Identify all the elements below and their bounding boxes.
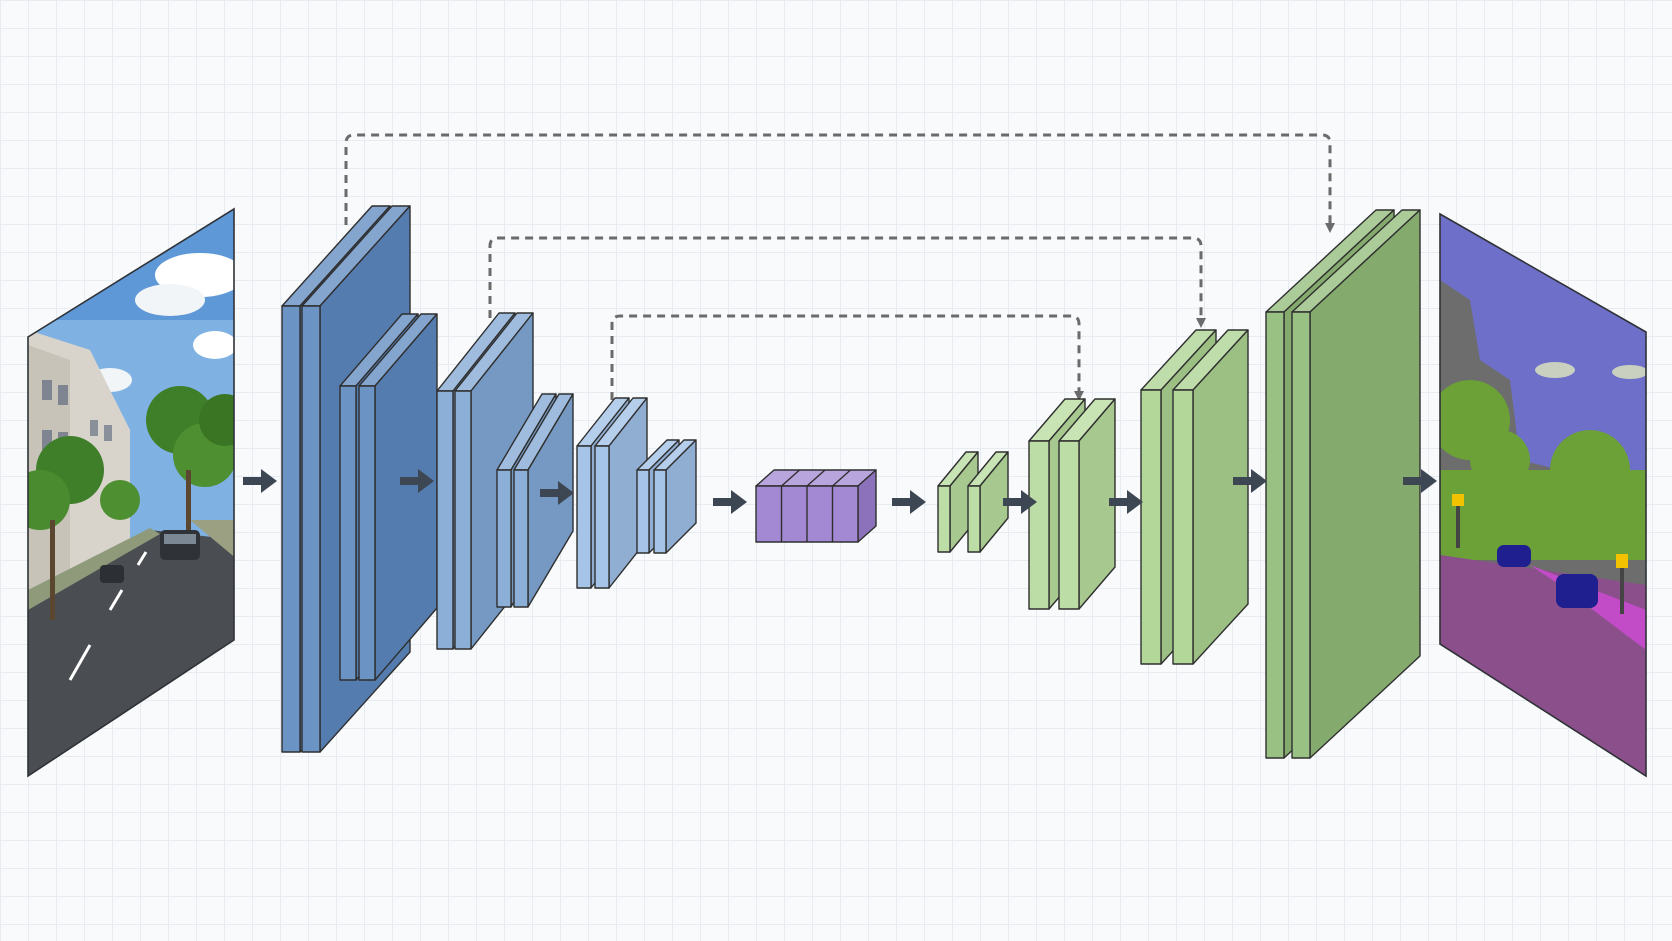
decoder-block-2a-slab — [1172, 329, 1249, 665]
skip-connections — [344, 133, 1335, 401]
decoder-block-3a-slab — [1291, 209, 1421, 759]
slab-front-face — [1058, 440, 1080, 610]
slab-front-face — [1291, 311, 1311, 759]
encoder-block-2b-slab — [513, 393, 574, 608]
forward-arrow-1 — [243, 469, 277, 493]
decoder-block-1b-slab — [1058, 398, 1116, 610]
output-image — [1439, 212, 1647, 778]
arrow-shaft — [540, 489, 560, 497]
encoder-block-1b — [339, 313, 438, 681]
encoder-block-2b — [496, 393, 574, 608]
skip-connection-2 — [488, 236, 1206, 328]
slab-front-face — [1172, 389, 1194, 665]
forward-arrow-2 — [400, 469, 434, 493]
forward-arrow-6 — [1003, 490, 1037, 514]
skip-connection-3 — [610, 314, 1084, 401]
bottleneck-divider — [806, 469, 826, 487]
forward-arrow-3 — [540, 481, 574, 505]
slab-front-face — [513, 469, 529, 608]
street-scene-photo-icon — [28, 209, 234, 776]
slab-front-face — [281, 305, 301, 753]
slab-front-face — [436, 390, 454, 650]
arrow-shaft — [1003, 498, 1023, 506]
forward-arrow-9 — [1403, 469, 1437, 493]
segmentation-map-icon — [1440, 214, 1646, 776]
decoder-block-2a — [1140, 329, 1249, 665]
slab-front-face — [967, 485, 981, 553]
slab-side-face — [1192, 329, 1249, 665]
forward-arrow-4 — [713, 490, 747, 514]
decoder-block-1a — [937, 451, 1009, 553]
skip-connection-1 — [344, 133, 1335, 233]
input-image — [27, 207, 235, 778]
slab-front-face — [301, 305, 321, 753]
arrow-shaft — [1109, 498, 1129, 506]
slab-front-face — [937, 485, 951, 553]
slab-front-face — [653, 469, 667, 554]
arrow-shaft — [892, 498, 912, 506]
slab-front-face — [1028, 440, 1050, 610]
forward-arrow-5 — [892, 490, 926, 514]
slab-front-face — [496, 469, 512, 608]
arrow-head — [1127, 490, 1143, 514]
decoder-block-1a-slab — [967, 451, 1009, 553]
network-blocks — [281, 205, 1421, 759]
arrow-shaft — [1233, 477, 1253, 485]
slab-front-face — [454, 390, 472, 650]
bottleneck-divider — [781, 469, 800, 487]
slab-front-face — [1140, 389, 1162, 665]
slab-front-face — [1265, 311, 1285, 759]
slab-front-face — [636, 469, 650, 554]
arrow-head — [1251, 469, 1267, 493]
arrow-head — [1021, 490, 1037, 514]
arrow-head — [418, 469, 434, 493]
arrow-shaft — [243, 477, 263, 485]
arrow-head — [558, 481, 574, 505]
decoder-block-3a — [1265, 209, 1421, 759]
decoder-block-1b — [1028, 398, 1116, 610]
encoder-block-3b — [636, 439, 697, 554]
arrow-head — [261, 469, 277, 493]
forward-arrow-8 — [1233, 469, 1267, 493]
bottleneck-divider — [832, 469, 851, 487]
arrow-shaft — [1403, 477, 1423, 485]
arrow-head — [910, 490, 926, 514]
encoder-block-1b-slab — [358, 313, 438, 681]
arrow-shaft — [400, 477, 420, 485]
bottleneck-block — [755, 469, 877, 543]
slab-front-face — [594, 445, 610, 589]
slab-front-face — [339, 385, 357, 681]
arrow-head — [731, 490, 747, 514]
forward-arrows — [243, 469, 1437, 514]
encoder-block-3b-slab — [653, 439, 697, 554]
arrow-shaft — [713, 498, 733, 506]
slab-front-face — [358, 385, 376, 681]
forward-arrow-7 — [1109, 490, 1143, 514]
slab-front-face — [576, 445, 592, 589]
arrow-head — [1421, 469, 1437, 493]
